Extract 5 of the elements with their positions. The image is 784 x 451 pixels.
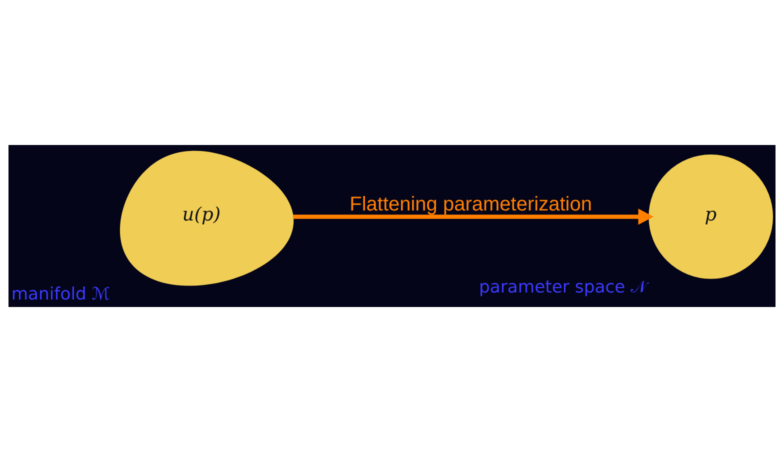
node-label: parameter space 𝒩 — [478, 276, 647, 297]
node-label: manifold ℳ — [11, 284, 110, 304]
edge-label: Flattening parameterization — [350, 193, 592, 216]
arrow — [293, 208, 654, 224]
node-circle: p — [648, 154, 773, 278]
